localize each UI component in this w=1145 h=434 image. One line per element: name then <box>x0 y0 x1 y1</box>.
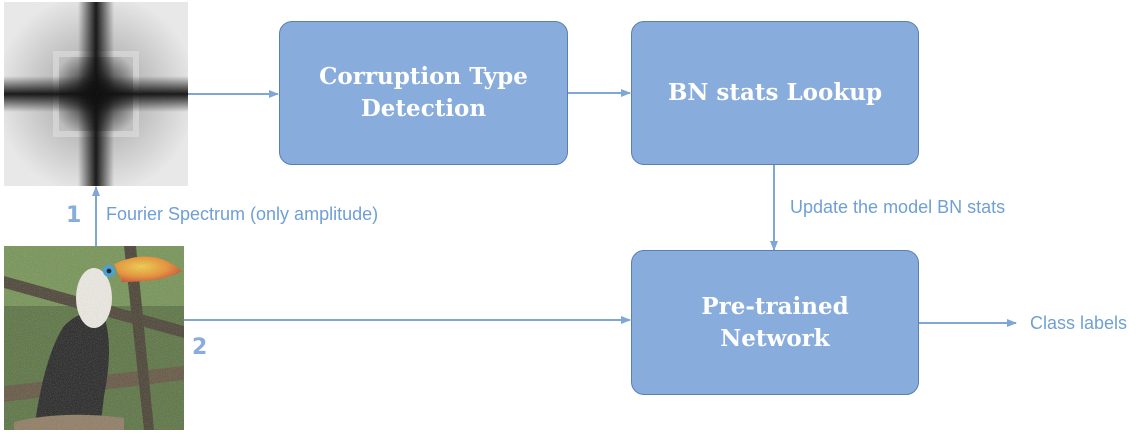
update-bn-stats-label: Update the model BN stats <box>790 197 1006 217</box>
bn-stats-lookup-label: BN stats Lookup <box>667 79 883 106</box>
pretrained-network-label: Pre-trained Network <box>701 292 849 352</box>
corruption-detection-label: Corruption Type Detection <box>319 63 528 122</box>
toucan-photo <box>4 246 184 430</box>
step-2-label: 2 <box>192 335 208 360</box>
fourier-spectrum-label: Fourier Spectrum (only amplitude) <box>106 204 379 224</box>
bn-stats-lookup-box: BN stats Lookup <box>631 21 919 165</box>
step-1-label: 1 <box>66 203 82 228</box>
pretrained-network-box: Pre-trained Network <box>631 250 919 395</box>
fourier-spectrum-image <box>4 2 188 186</box>
class-labels-output: Class labels <box>1030 313 1128 333</box>
corruption-detection-box: Corruption Type Detection <box>279 21 568 165</box>
